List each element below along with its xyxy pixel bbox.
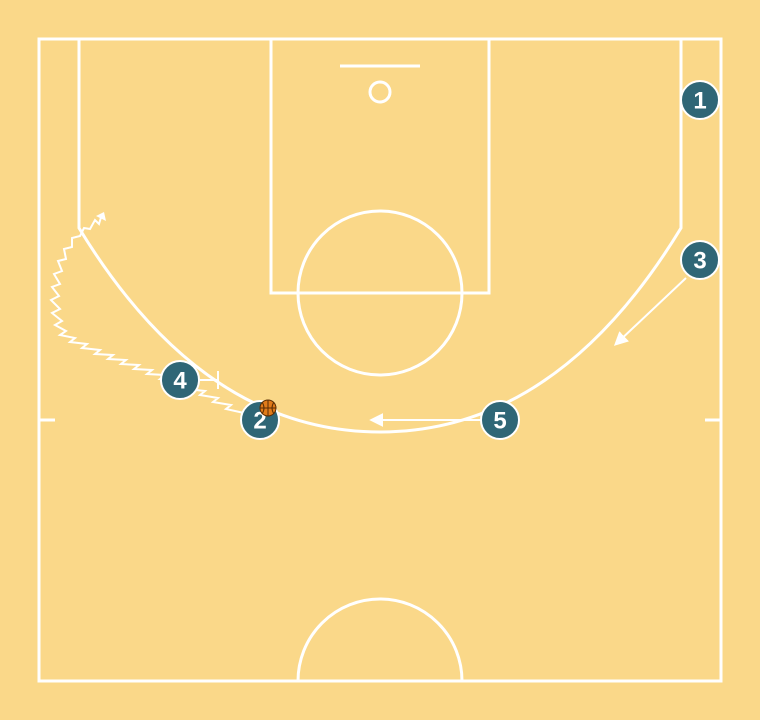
player-marker	[480, 400, 520, 440]
player-number: 4	[173, 368, 187, 395]
player-4[interactable]: 4	[160, 360, 200, 400]
three-point-line	[77, 39, 683, 434]
player-1[interactable]: 1	[680, 80, 720, 120]
player-number: 1	[693, 88, 706, 115]
free-throw-circle	[296, 209, 464, 377]
player-3[interactable]: 3	[680, 240, 720, 280]
center-circle	[296, 597, 464, 682]
player-marker	[160, 360, 200, 400]
court-lines	[37, 37, 723, 683]
basketball-icon	[259, 399, 277, 417]
player-marker	[680, 80, 720, 120]
cut-path-player-3	[613, 277, 687, 346]
dribble-arrow	[96, 212, 106, 221]
hoop	[368, 80, 392, 104]
player-number: 3	[693, 248, 706, 275]
player-number: 5	[493, 408, 506, 435]
player-marker	[680, 240, 720, 280]
player-5[interactable]: 5	[480, 400, 520, 440]
paint-lane	[269, 37, 491, 295]
